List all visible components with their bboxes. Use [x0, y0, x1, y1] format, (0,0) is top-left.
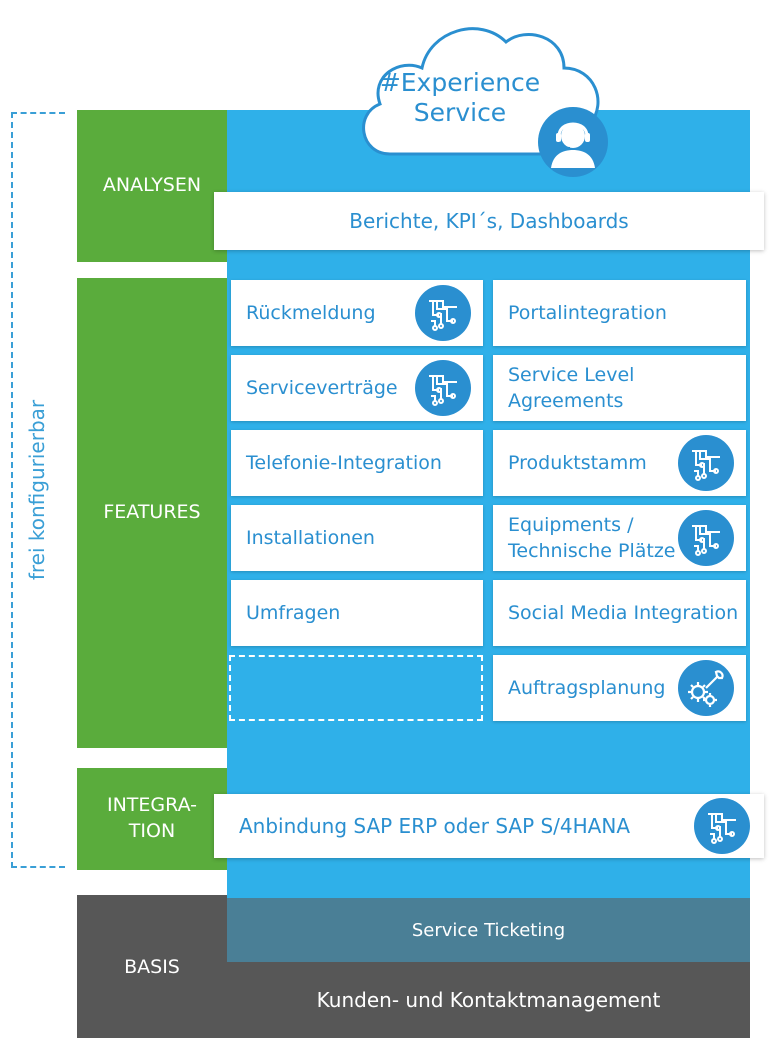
circuit-icon — [678, 510, 734, 566]
feature-portalintegration: Portalintegration — [493, 280, 746, 346]
section-integration: INTEGRA- TION — [77, 768, 227, 870]
feature-produktstamm: Produktstamm — [493, 430, 746, 496]
section-features: FEATURES — [77, 278, 227, 748]
section-basis: BASIS — [77, 895, 227, 1038]
section-analysen: ANALYSEN — [77, 110, 227, 262]
feature-auftragsplanung: Auftragsplanung — [493, 655, 746, 721]
integration-bar: Anbindung SAP ERP oder SAP S/4HANA — [214, 794, 764, 858]
feature-rueckmeldung: Rückmeldung — [231, 280, 483, 346]
analysen-bar: Berichte, KPI´s, Dashboards — [214, 192, 764, 250]
configurable-bracket — [11, 112, 65, 868]
feature-servicevertraege: Serviceverträge — [231, 355, 483, 421]
feature-social-media-integration: Social Media Integration — [493, 580, 746, 646]
feature-installationen: Installationen — [231, 505, 483, 571]
circuit-icon — [678, 435, 734, 491]
feature-equipments: Equipments / Technische Plätze — [493, 505, 746, 571]
feature-telefonie-integration: Telefonie-Integration — [231, 430, 483, 496]
side-label: frei konfigurierbar — [25, 399, 49, 581]
feature-service-level-agreements: Service Level Agreements — [493, 355, 746, 421]
empty-placeholder-slot — [229, 655, 483, 721]
circuit-icon — [415, 285, 471, 341]
basis-kundenmanagement: Kunden- und Kontaktmanagement — [227, 962, 750, 1038]
basis-service-ticketing: Service Ticketing — [227, 898, 750, 962]
gears-wrench-icon — [678, 660, 734, 716]
feature-umfragen: Umfragen — [231, 580, 483, 646]
headset-agent-icon — [537, 106, 609, 178]
circuit-icon — [415, 360, 471, 416]
header-title: #Experience Service — [379, 68, 541, 127]
circuit-icon — [694, 798, 750, 854]
